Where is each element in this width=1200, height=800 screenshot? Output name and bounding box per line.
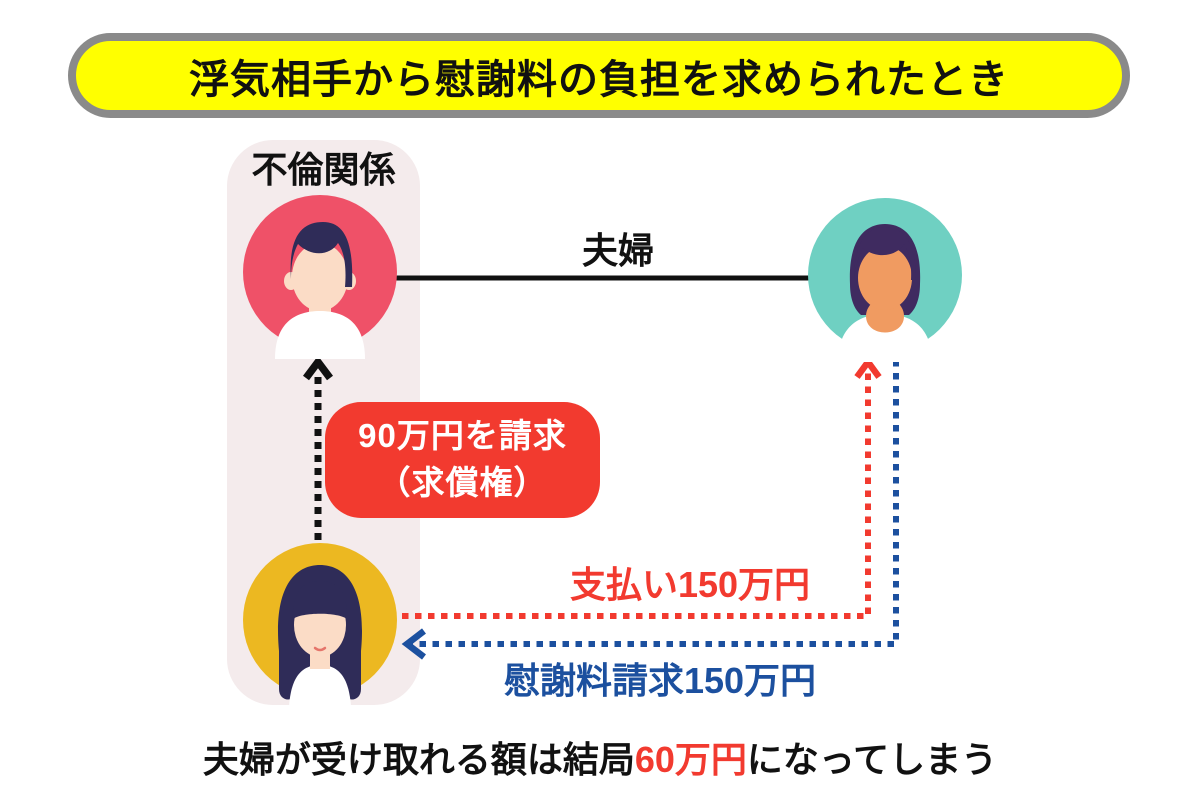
- couple-label: 夫婦: [581, 230, 655, 271]
- consolation-arrow: [410, 360, 899, 647]
- reimbursement-arrowhead-icon: [303, 355, 333, 381]
- reimbursement-claim-box: 90万円を請求 （求償権）: [325, 402, 600, 518]
- woman-long-hair-avatar-icon: [243, 543, 397, 707]
- conclusion-before: 夫婦が受け取れる額は結局: [202, 739, 635, 780]
- page-title: 浮気相手から慰謝料の負担を求められたとき: [189, 57, 1009, 102]
- payment-arrowhead-icon: [854, 356, 882, 379]
- reimbursement-claim-line2: （求償権）: [377, 464, 548, 501]
- affair-relationship-label: 不倫関係: [251, 149, 396, 190]
- man-avatar-icon: [243, 195, 397, 359]
- conclusion-text: 夫婦が受け取れる額は結局60万円になってしまう: [0, 731, 1200, 783]
- title-banner: 浮気相手から慰謝料の負担を求められたとき: [68, 33, 1130, 118]
- conclusion-after: になってしまう: [746, 739, 998, 780]
- reimbursement-claim-line1: 90万円を請求: [358, 417, 567, 455]
- consolation-claim-label: 慰謝料請求150万円: [503, 660, 817, 701]
- conclusion-amount: 60万円: [634, 739, 747, 780]
- woman-bob-avatar-icon: [808, 198, 962, 362]
- consolation-arrowhead-icon: [401, 628, 426, 660]
- payment-label: 支払い150万円: [569, 564, 811, 605]
- payment-arrow: [402, 372, 871, 619]
